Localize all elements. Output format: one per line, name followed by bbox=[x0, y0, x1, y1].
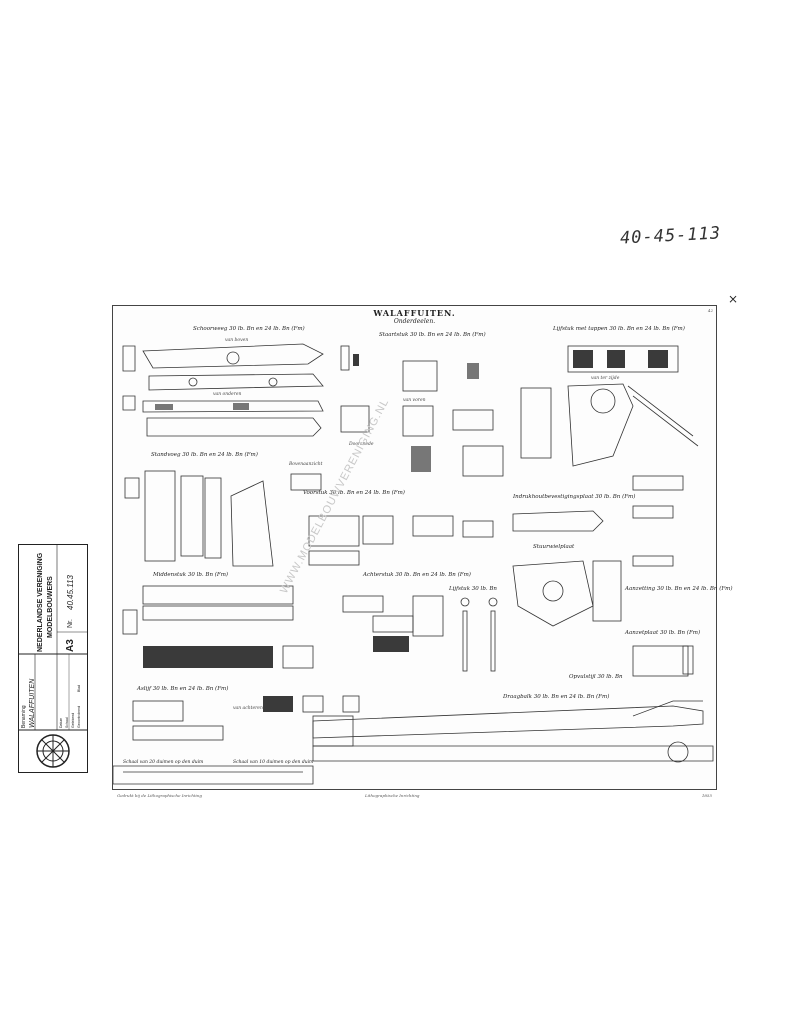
title-block: Benaming WALAFFUITEN NEDERLANDSE VERENIG… bbox=[18, 544, 88, 773]
standvoeg-drawing bbox=[124, 470, 394, 567]
corner-mark: × bbox=[728, 292, 739, 306]
schoorweeg-drawing bbox=[122, 343, 324, 437]
label-lijfstuk-30: Lijfstuk 30 lb. Bn bbox=[449, 586, 497, 592]
label-achterstuk: Achterstuk 30 lb. Bn en 24 lb. Bn (Fm) bbox=[363, 572, 471, 578]
drawing-plate: WALAFFUITEN. Onderdeelen. 42 bbox=[112, 305, 733, 798]
label-voorstuk: Voorstuk 30 lb. Bn en 24 lb. Bn (Fm) bbox=[303, 490, 405, 496]
scale-label-left: Schaal van 20 duimen op den duim bbox=[123, 760, 204, 765]
title-block-content: Benaming WALAFFUITEN NEDERLANDSE VERENIG… bbox=[19, 545, 87, 772]
lijfstuk-drawing bbox=[520, 345, 699, 467]
label-draagbalk: Draagbalk 30 lb. Bn en 24 lb. Bn (Fm) bbox=[503, 694, 610, 700]
plate-number: 42 bbox=[707, 308, 713, 313]
label-staartstuk: Staartstuk 30 lb. Bn en 24 lb. Bn (Fm) bbox=[379, 332, 486, 338]
handwritten-reference: 40-45-113 bbox=[619, 223, 722, 249]
label-middenstuk: Middenstuk 30 lb. Bn (Fm) bbox=[153, 572, 229, 578]
footer-center: Lithographische Inrichting bbox=[365, 793, 420, 798]
plate-subtitle: Onderdeelen. bbox=[393, 318, 436, 325]
bottom-drawings bbox=[113, 695, 714, 785]
label-aanzetting: Aanzetting 30 lb. Bn en 24 lb. Bn (Fm) bbox=[625, 586, 733, 592]
view-label-zijde: van ter zijde bbox=[591, 376, 620, 381]
title-block-grid bbox=[19, 545, 87, 731]
label-lijfstuk: Lijfstuk met tappen 30 lb. Bn en 24 lb. … bbox=[553, 326, 685, 332]
label-opvulstijl: Opvulstijl 30 lb. Bn bbox=[569, 674, 623, 680]
footer-right: 1855 bbox=[701, 793, 712, 798]
view-label-boven: van boven bbox=[225, 338, 249, 343]
plate-title: WALAFFUITEN. bbox=[373, 308, 456, 318]
view-label-voren: van voren bbox=[403, 398, 426, 403]
label-stuurwiel: Stuurwielplaat bbox=[533, 544, 575, 550]
label-bovenaanzicht: Bovenaanzicht bbox=[289, 462, 323, 467]
technical-drawings bbox=[113, 343, 714, 785]
view-label-achteren: van achteren bbox=[233, 706, 263, 711]
label-aslijf: Aslijf 30 lb. Bn en 24 lb. Bn (Fm) bbox=[137, 686, 229, 692]
middle-pieces bbox=[412, 475, 694, 677]
middenstuk-drawing bbox=[122, 585, 498, 672]
staartstuk-drawing bbox=[340, 345, 504, 477]
view-label-onderen: van onderen bbox=[213, 392, 242, 397]
label-indrukhout: Indrukhoutbevestigingsplaat 30 lb. Bn (F… bbox=[513, 494, 636, 500]
label-schoorweeg: Schoorweeg 30 lb. Bn en 24 lb. Bn (Fm) bbox=[193, 326, 305, 332]
scale-label-right: Schaal van 10 duimen op den duim bbox=[233, 760, 314, 765]
label-standvoeg: Standvoeg 30 lb. Bn en 24 lb. Bn (Fm) bbox=[151, 452, 258, 458]
label-aanzetplaat: Aanzetplaat 30 lb. Bn (Fm) bbox=[625, 630, 701, 636]
nvm-logo bbox=[36, 734, 70, 768]
footer-left: Gedrukt bij de Lithographische Inrichtin… bbox=[117, 793, 202, 798]
view-label-doorsnede: Doorsnede bbox=[349, 442, 374, 447]
